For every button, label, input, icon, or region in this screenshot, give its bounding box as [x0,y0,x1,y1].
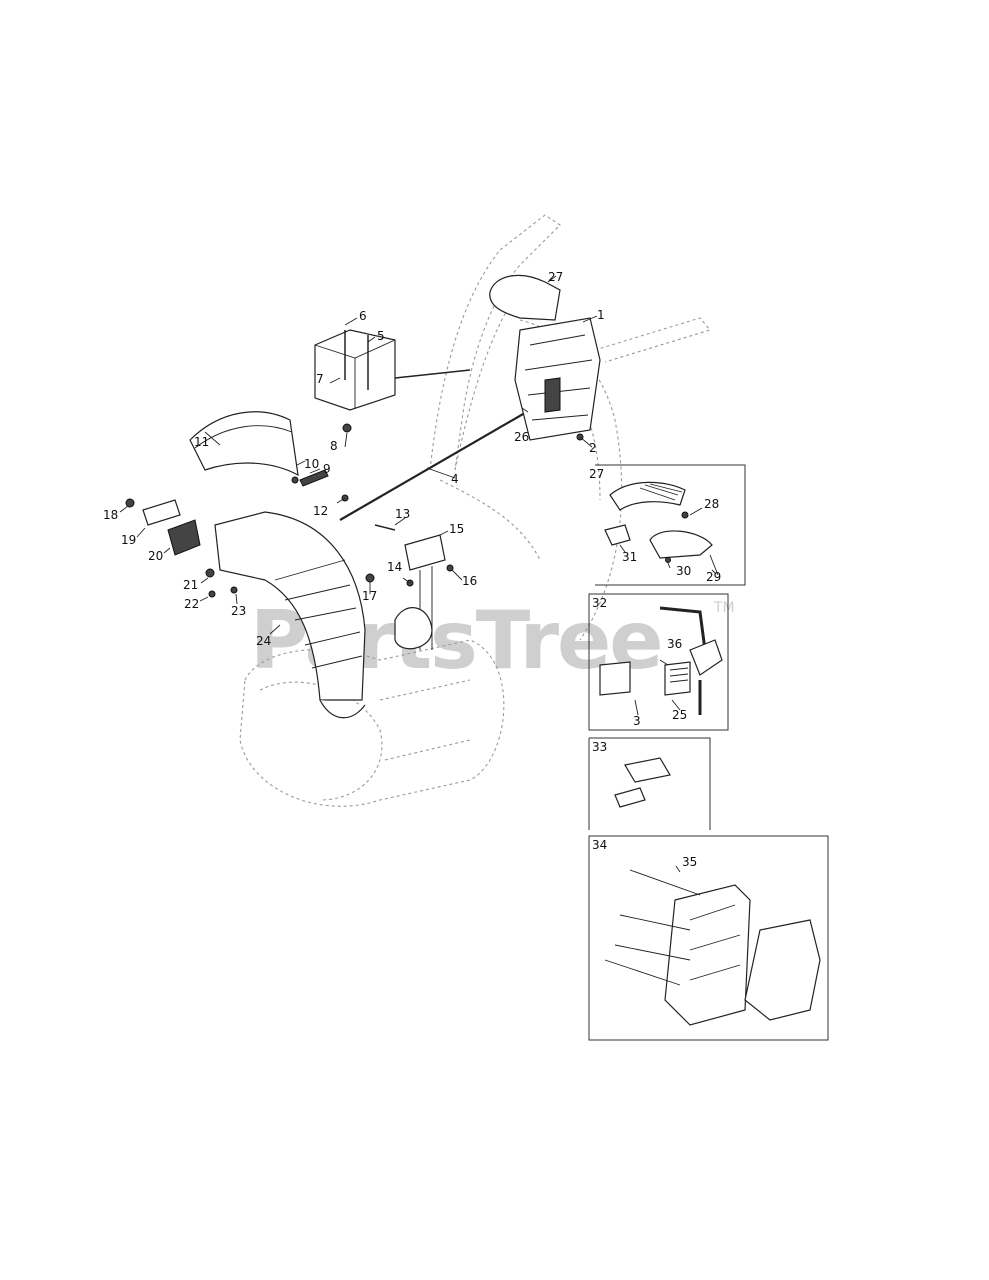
callout-22: 22 [184,597,199,611]
callout-18: 18 [103,508,118,522]
callout-1: 1 [597,308,605,322]
inset-27-callout-30: 30 [676,564,691,578]
watermark-trademark: TM [713,600,735,616]
callout-7: 7 [316,372,324,386]
callout-10: 10 [304,457,319,471]
callout-15: 15 [449,522,464,536]
callout-8: 8 [330,439,338,453]
inset-33-title: 33 [592,740,607,754]
inset-32: 32 36 3 25 [588,593,729,731]
inset-32-title: 32 [592,596,607,610]
inset-33: 33 [588,737,711,830]
inset-27-callout-29: 29 [706,570,721,584]
inset-34: 34 35 [588,835,829,1041]
callout-20: 20 [148,549,163,563]
chute-control-head [514,317,601,441]
inset-32-callout-3: 3 [633,714,641,728]
inset-27-callout-28: 28 [704,497,719,511]
callout-5: 5 [377,329,385,343]
callout-4: 4 [451,472,459,486]
callout-12: 12 [313,504,328,518]
callout-19: 19 [121,533,136,547]
callout-6: 6 [359,309,367,323]
callout-11: 11 [194,435,209,449]
callout-27: 27 [548,270,563,284]
callout-14: 14 [387,560,402,574]
inset-32-callout-25: 25 [672,708,687,722]
callout-26: 26 [514,430,529,444]
chute-bracket [394,534,446,650]
callout-13: 13 [395,507,410,521]
handle-grip [489,274,561,321]
inset-32-callout-36: 36 [667,637,682,651]
inset-27-title: 27 [589,467,604,481]
callout-2: 2 [589,441,597,455]
chute-cover [314,329,396,411]
small-hardware-left [125,330,584,598]
leader-lines [119,275,598,635]
callout-9: 9 [323,462,331,476]
control-rod [339,409,531,521]
callout-23: 23 [231,604,246,618]
discharge-chute [214,511,366,719]
chute-deflector [189,411,299,477]
inset-27-callout-31: 31 [622,550,637,564]
control-cable [394,369,471,379]
main-callouts: 1 2 4 5 6 7 8 9 10 11 12 13 14 15 16 17 … [103,270,605,648]
callout-16: 16 [462,574,477,588]
inset-27: 27 28 29 30 31 [589,464,746,586]
callout-24: 24 [256,634,271,648]
inset-34-callout-35: 35 [682,855,697,869]
callout-17: 17 [362,589,377,603]
inset-34-title: 34 [592,838,607,852]
callout-21: 21 [183,578,198,592]
